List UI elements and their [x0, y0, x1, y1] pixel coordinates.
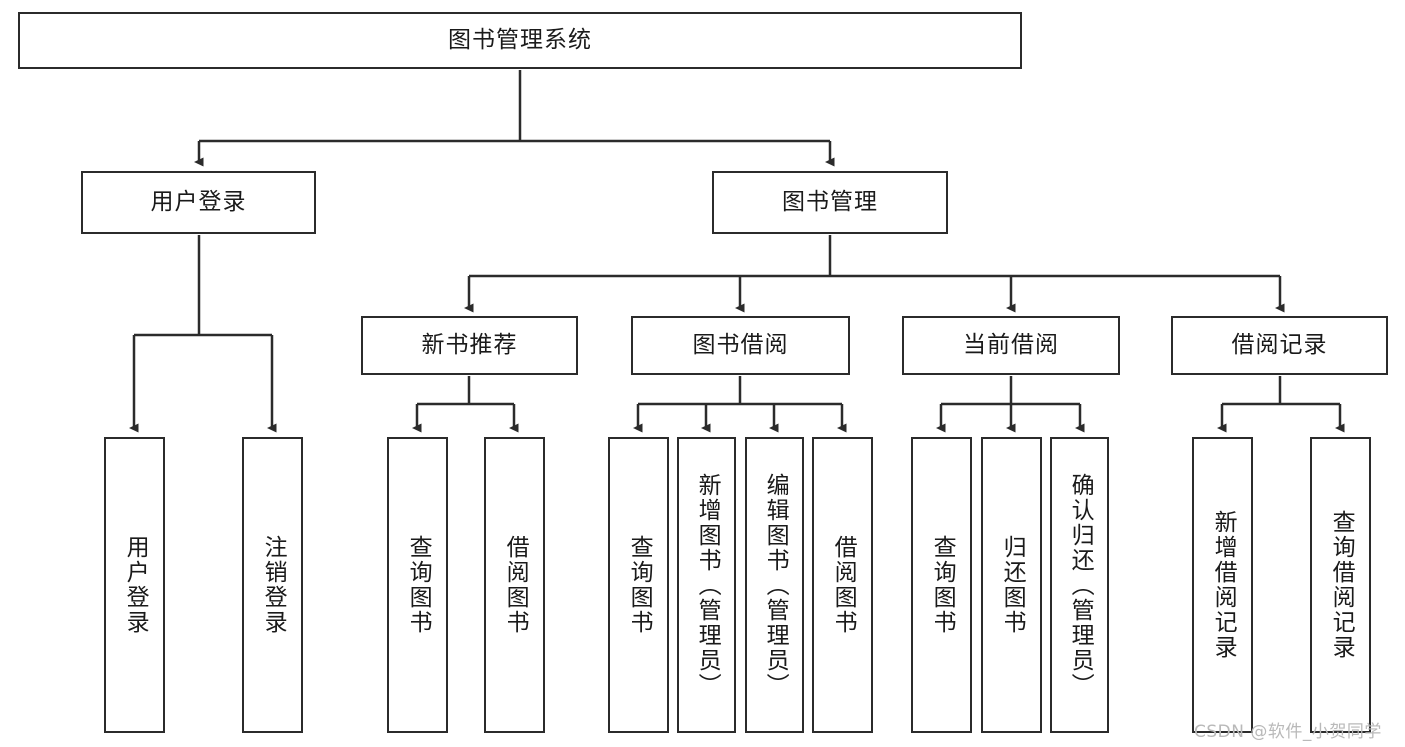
node-root-system[interactable]: 图书管理系统: [18, 12, 1022, 69]
node-current-borrow[interactable]: 当前借阅: [902, 316, 1120, 375]
node-label: 确认归还（管理员）: [1067, 472, 1094, 698]
node-book-management[interactable]: 图书管理: [712, 171, 948, 234]
node-label: 查询图书: [626, 535, 653, 635]
node-label: 图书借阅: [692, 331, 789, 358]
leaf-borrow-book[interactable]: 借阅图书: [812, 437, 873, 733]
csdn-watermark: CSDN @软件_小贺同学: [1194, 722, 1382, 742]
node-new-book-recommend[interactable]: 新书推荐: [361, 316, 578, 375]
leaf-query-book-current[interactable]: 查询图书: [911, 437, 972, 733]
node-label: 用户登录: [122, 535, 149, 635]
node-label: 借阅图书: [502, 535, 529, 635]
node-label: 新增图书（管理员）: [694, 472, 721, 698]
leaf-logout[interactable]: 注销登录: [242, 437, 303, 733]
node-label: 新书推荐: [421, 331, 518, 358]
node-user-login[interactable]: 用户登录: [81, 171, 316, 234]
node-label: 借阅记录: [1231, 331, 1328, 358]
leaf-return-book[interactable]: 归还图书: [981, 437, 1042, 733]
leaf-confirm-return-admin[interactable]: 确认归还（管理员）: [1050, 437, 1109, 733]
node-label: 编辑图书（管理员）: [762, 472, 789, 698]
leaf-add-borrow-record[interactable]: 新增借阅记录: [1192, 437, 1253, 733]
node-label: 用户登录: [150, 188, 247, 215]
node-label: 借阅图书: [830, 535, 857, 635]
leaf-add-book-admin[interactable]: 新增图书（管理员）: [677, 437, 736, 733]
leaf-query-book-borrow[interactable]: 查询图书: [608, 437, 669, 733]
node-label: 图书管理系统: [448, 26, 592, 53]
node-label: 归还图书: [999, 535, 1026, 635]
node-label: 当前借阅: [963, 331, 1059, 358]
leaf-edit-book-admin[interactable]: 编辑图书（管理员）: [745, 437, 804, 733]
node-label: 新增借阅记录: [1210, 510, 1237, 660]
leaf-query-book-recommend[interactable]: 查询图书: [387, 437, 448, 733]
node-label: 注销登录: [260, 535, 287, 635]
node-book-borrow[interactable]: 图书借阅: [631, 316, 850, 375]
node-label: 图书管理: [782, 188, 878, 215]
node-label: 查询图书: [929, 535, 956, 635]
node-label: 查询图书: [405, 535, 432, 635]
node-label: 查询借阅记录: [1328, 510, 1355, 660]
leaf-borrow-book-recommend[interactable]: 借阅图书: [484, 437, 545, 733]
leaf-query-borrow-record[interactable]: 查询借阅记录: [1310, 437, 1371, 733]
node-borrow-record[interactable]: 借阅记录: [1171, 316, 1388, 375]
leaf-user-login[interactable]: 用户登录: [104, 437, 165, 733]
